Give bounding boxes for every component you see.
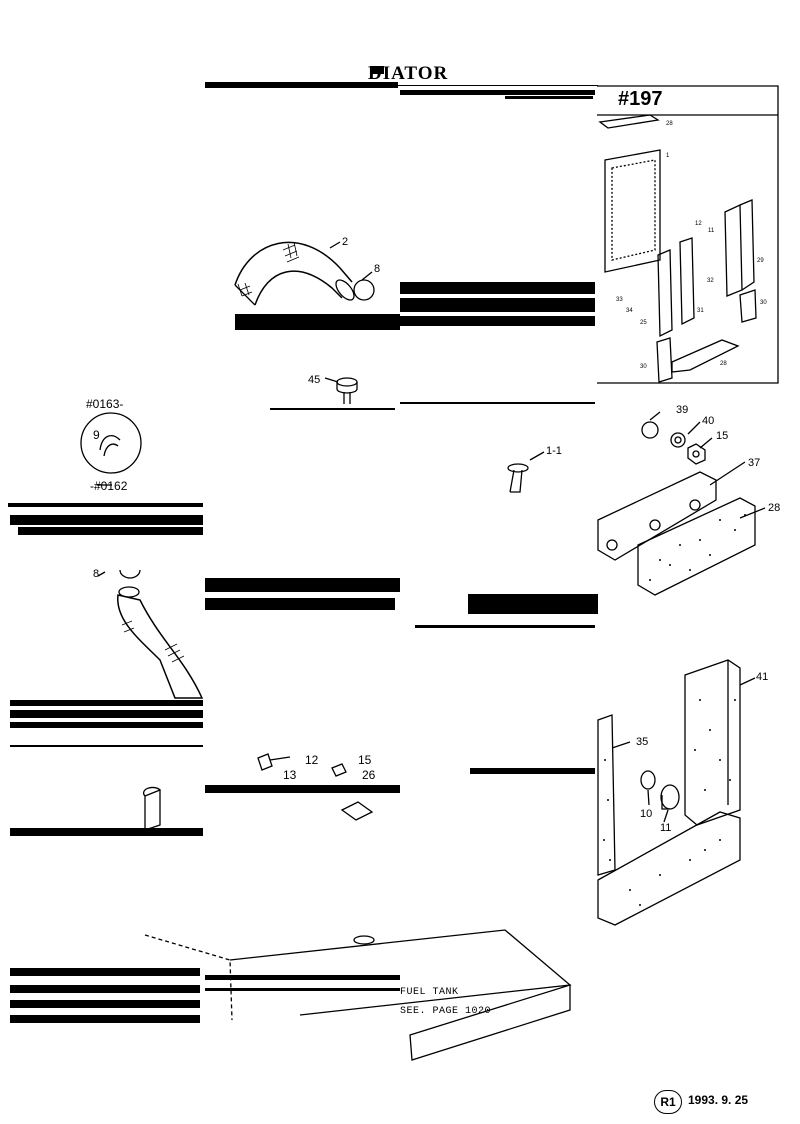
callout-label-small: 34: [626, 308, 633, 314]
callout-label: 8: [374, 263, 381, 275]
scan-artifact-bar: [8, 503, 203, 507]
callout-label: 26: [362, 768, 376, 782]
callout-label-small: 11: [708, 228, 715, 234]
callout-label-small: 29: [757, 258, 764, 264]
scan-artifact-bar: [205, 785, 400, 793]
callout-label-small: 30: [760, 300, 767, 306]
callout-label: 28: [768, 502, 781, 514]
scan-artifact-bar: [205, 82, 398, 88]
scan-artifact-bar: [400, 90, 595, 95]
scan-artifact-bar: [10, 1015, 200, 1023]
callout-label: 1-1: [546, 445, 562, 457]
scan-artifact-bar: [10, 968, 200, 976]
scan-artifact-bar: [10, 985, 200, 993]
fuel-tank-note: FUEL TANK: [400, 987, 459, 998]
scan-artifact-bar: [505, 96, 593, 99]
scan-artifact-bar: [10, 1000, 200, 1008]
title-fragment-block: [370, 66, 384, 74]
callout-label: 37: [748, 457, 761, 469]
scan-artifact-bar: [415, 625, 595, 628]
callout-label-small: 12: [695, 221, 702, 227]
callout-label: 45: [308, 374, 321, 386]
callout-label: 15: [358, 753, 372, 767]
callout-label-small: 1: [666, 153, 670, 159]
callout-label: 35: [636, 736, 649, 748]
scan-artifact-bar: [10, 700, 203, 706]
callout-label-small: 32: [707, 278, 714, 284]
scan-artifact-bar: [10, 745, 203, 747]
scan-artifact-bar: [400, 298, 595, 312]
serial-from-label: #0163-: [86, 397, 124, 411]
scan-artifact-bar: [400, 316, 595, 326]
callout-label: 41: [756, 671, 769, 683]
callout-label: 39: [676, 404, 689, 416]
callout-label: 15: [716, 430, 729, 442]
scan-artifact-bar: [10, 722, 203, 728]
scan-artifact-bar: [400, 402, 595, 404]
callout-label: 13: [283, 768, 297, 782]
callout-label: 8: [93, 568, 100, 580]
scan-artifact-bar: [205, 975, 400, 980]
callout-label-small: 31: [697, 308, 704, 314]
callout-label-small: 28: [720, 361, 727, 367]
callout-label: 10: [640, 808, 653, 820]
scan-artifact-bar: [235, 314, 400, 330]
page-title: DIATOR: [368, 63, 449, 84]
callout-label-small: 28: [666, 121, 673, 127]
scan-artifact-bar: [10, 710, 203, 718]
callout-label-small: 33: [616, 297, 623, 303]
callout-label: 11: [660, 822, 672, 834]
scan-artifact-bar: [18, 527, 203, 535]
revision-date: 1993. 9. 25: [688, 1093, 749, 1107]
revision-badge: R1: [654, 1090, 682, 1114]
model-number: #197: [618, 88, 663, 110]
scan-artifact-bar: [400, 282, 595, 294]
scan-artifact-bar: [10, 515, 203, 525]
inset-part-label: 9: [93, 428, 100, 442]
scan-artifact-bar: [205, 988, 400, 991]
scan-artifact-bar: [470, 768, 595, 774]
callout-label: 40: [702, 415, 715, 427]
scan-artifact-bar: [270, 408, 395, 410]
fuel-tank-page-ref: SEE. PAGE 1020: [400, 1006, 492, 1017]
callout-label-small: 25: [640, 320, 647, 326]
callout-label: 2: [342, 236, 349, 248]
scan-artifact-bar: [205, 598, 395, 610]
scan-artifact-bar: [10, 828, 203, 836]
callout-label: 12: [305, 753, 319, 767]
scan-artifact-bar: [205, 578, 400, 592]
title-underline: [368, 85, 598, 86]
serial-to-label: -#0162: [90, 479, 128, 493]
callout-label-small: 30: [640, 364, 647, 370]
scan-artifact-bar: [468, 594, 598, 614]
